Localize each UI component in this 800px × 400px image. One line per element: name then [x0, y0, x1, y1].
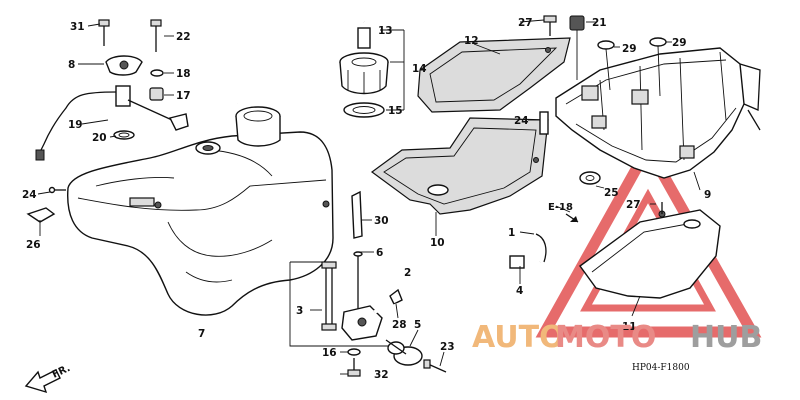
- callout-13: 13: [378, 25, 393, 37]
- floor-mat-12: [417, 37, 571, 113]
- callout-7: 7: [198, 328, 205, 340]
- callout-28: 28: [392, 319, 407, 331]
- callout-20: 20: [92, 132, 107, 144]
- callout-24-right: 24: [514, 115, 529, 127]
- frame-carrier: [555, 47, 761, 179]
- callout-11: 11: [622, 321, 637, 333]
- callout-27-top: 27: [518, 17, 533, 29]
- callout-22: 22: [176, 31, 191, 43]
- reference-e18: E-18: [548, 202, 573, 213]
- callout-3: 3: [296, 305, 303, 317]
- callout-12: 12: [464, 35, 479, 47]
- callout-8: 8: [68, 59, 75, 71]
- callout-4: 4: [516, 285, 523, 297]
- floor-mat-10: [370, 117, 549, 215]
- callout-29-right: 29: [672, 37, 687, 49]
- watermark-hub: HUB: [690, 320, 762, 355]
- callout-24-left: 24: [22, 189, 37, 201]
- front-direction-arrow: FR.: [24, 363, 72, 394]
- callout-30: 30: [374, 215, 389, 227]
- callout-10: 10: [430, 237, 445, 249]
- callout-5: 5: [414, 319, 421, 331]
- callout-18: 18: [176, 68, 191, 80]
- watermark-logo: AUTO MOTO HUB: [472, 320, 762, 355]
- fuel-pump-assembly: [35, 19, 189, 161]
- callout-17: 17: [176, 90, 191, 102]
- top-right-fasteners: [543, 15, 667, 97]
- callout-2: 2: [404, 267, 411, 279]
- leader-lines: [37, 19, 701, 375]
- fuel-valve-assembly: [289, 233, 547, 377]
- callout-29-left: 29: [622, 43, 637, 55]
- misc-clips: [351, 111, 601, 239]
- callout-25: 25: [604, 187, 619, 199]
- callout-16: 16: [322, 347, 337, 359]
- callout-numbers: 31 22 8 18 17 19 20 24 26 7 13 14 15 12 …: [22, 17, 711, 381]
- fuel-tank: [67, 106, 334, 316]
- callout-27-right: 27: [626, 199, 641, 211]
- callout-31: 31: [70, 21, 85, 33]
- lower-panel-11: [579, 202, 721, 299]
- callout-6: 6: [376, 247, 383, 259]
- callout-32: 32: [374, 369, 389, 381]
- callout-19: 19: [68, 119, 83, 131]
- callout-14: 14: [412, 63, 427, 75]
- callout-15: 15: [388, 105, 403, 117]
- diagram-code: HP04-F1800: [632, 363, 690, 373]
- callout-9: 9: [704, 189, 711, 201]
- callout-21: 21: [592, 17, 607, 29]
- callout-23: 23: [440, 341, 455, 353]
- callout-1: 1: [508, 227, 515, 239]
- fuel-cap-assembly: [236, 17, 405, 118]
- front-label: FR.: [51, 363, 72, 381]
- bracket-parts-left: [26, 186, 66, 223]
- watermark-auto: AUTO: [472, 320, 565, 355]
- watermark-moto: MOTO: [555, 320, 656, 355]
- callout-26: 26: [26, 239, 41, 251]
